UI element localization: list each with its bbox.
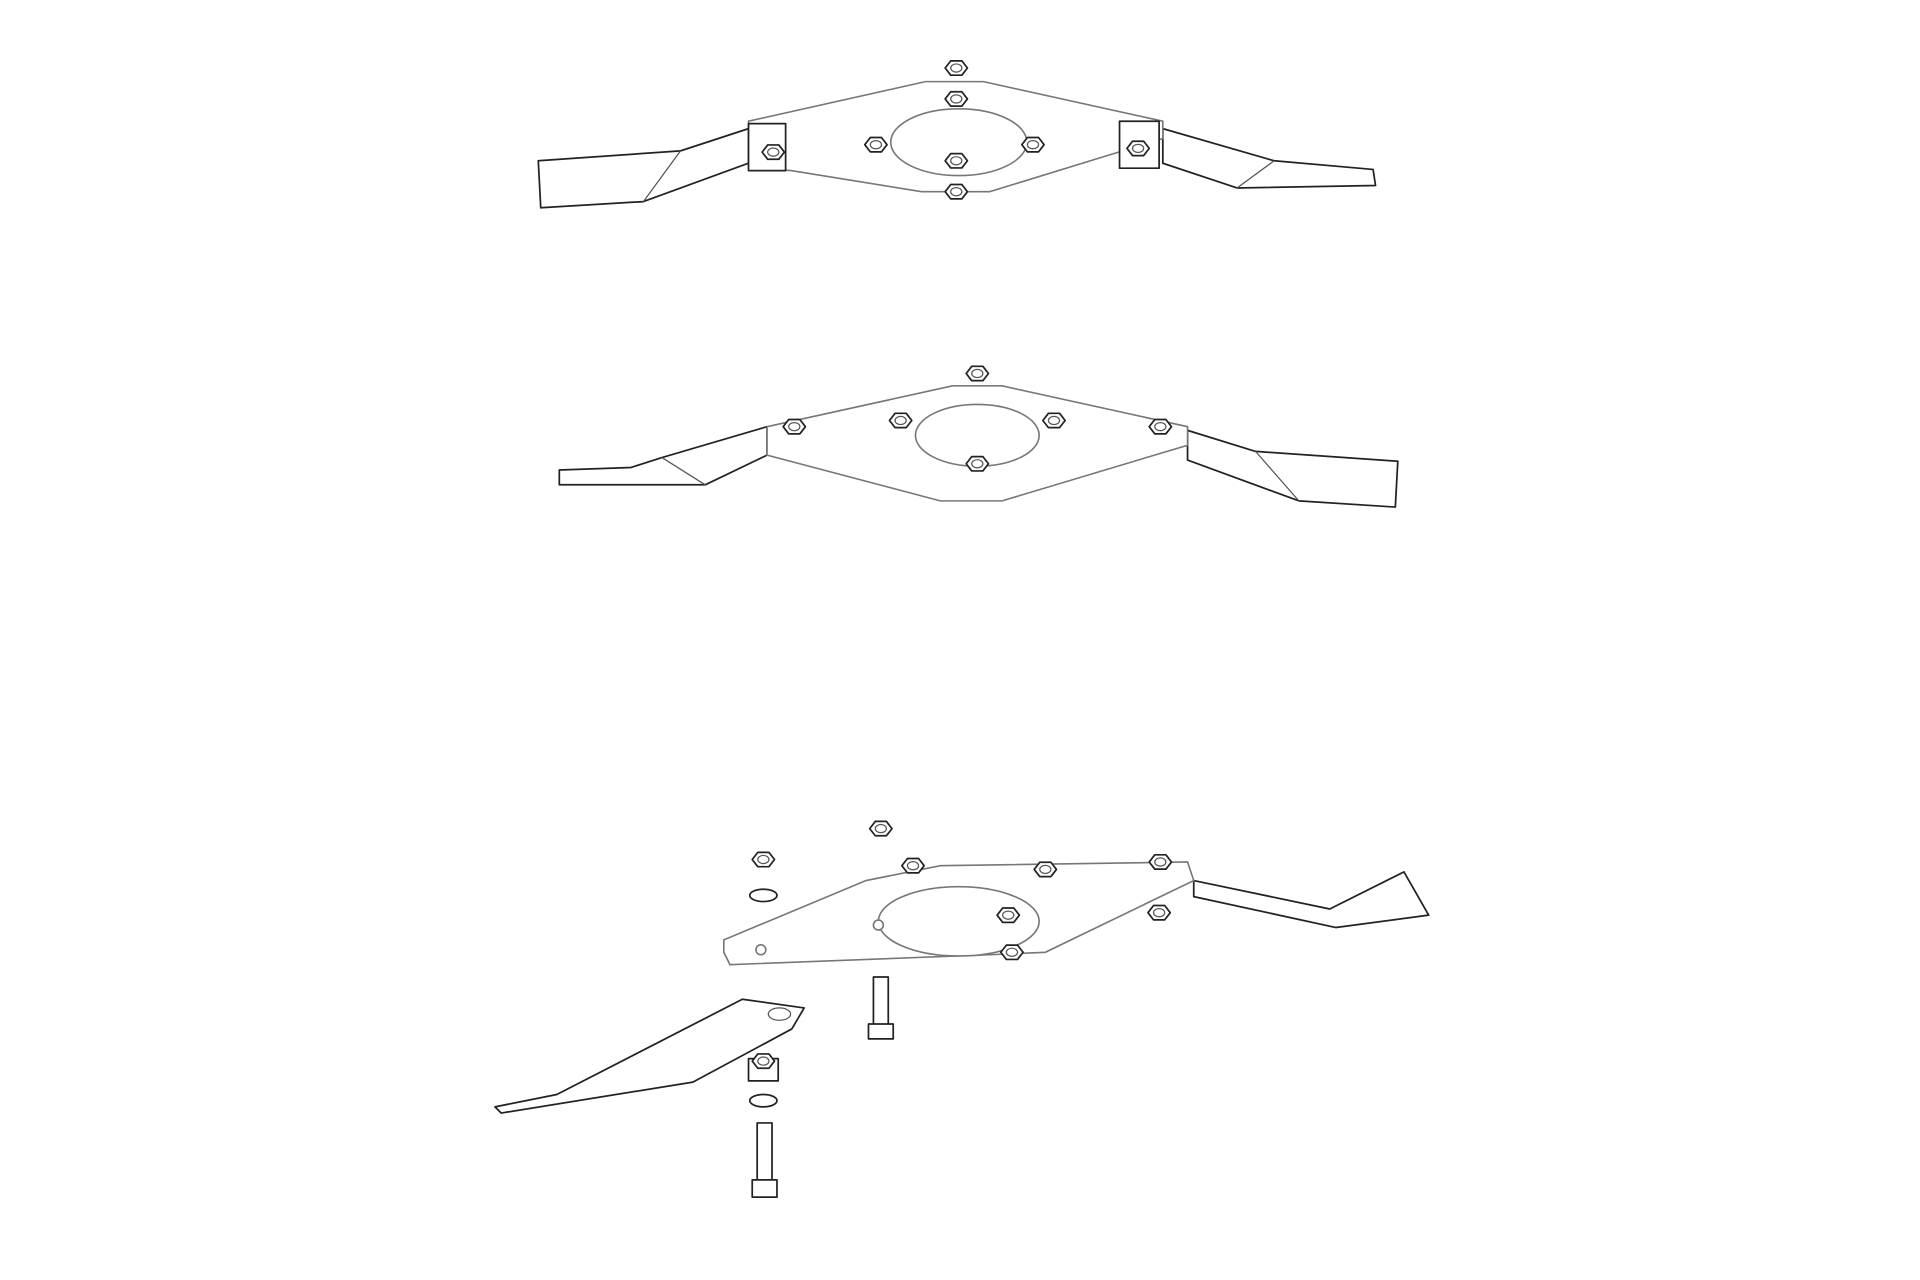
right-blade [1192, 871, 1430, 929]
right-blade [1186, 429, 1399, 508]
hex-nut [782, 418, 807, 435]
hex-nut [1148, 853, 1173, 871]
washer [748, 888, 778, 903]
hex-nut [944, 152, 969, 169]
hex-nut [944, 90, 969, 107]
hex-nut [944, 59, 969, 77]
left-blade [537, 127, 750, 209]
hex-nut [761, 144, 786, 161]
hex-nut [965, 365, 990, 382]
hex-nut [863, 136, 888, 153]
hex-nut [751, 1053, 776, 1070]
nuts-exploded [751, 820, 1173, 1070]
hex-nut [996, 907, 1021, 924]
bolt [872, 976, 890, 1028]
bolt-head [751, 1178, 778, 1199]
hex-nut [944, 183, 969, 200]
hex-nut [751, 851, 776, 868]
small-hole [872, 919, 885, 931]
left-blade [558, 425, 768, 486]
hex-nut [965, 455, 990, 472]
bolt-head [867, 1023, 895, 1040]
blade-hole [767, 1007, 792, 1021]
hex-nut [1041, 412, 1066, 429]
hex-nut [1020, 136, 1045, 153]
hex-nut [868, 820, 893, 837]
hex-nut [999, 944, 1024, 961]
washer [748, 1093, 778, 1108]
assembly-middle-view [558, 365, 1399, 508]
hex-nut [901, 857, 926, 874]
nuts-middle [782, 365, 1173, 472]
bolt [756, 1122, 773, 1184]
hex-nut [1033, 861, 1058, 878]
left-blade-detached [494, 998, 806, 1114]
assembly-top-view [537, 59, 1377, 209]
hex-nut [1126, 140, 1151, 157]
hex-nut [1148, 418, 1173, 435]
hex-nut [888, 412, 913, 429]
small-hole [755, 944, 767, 956]
right-blade [1161, 127, 1377, 189]
nuts-top [761, 59, 1151, 200]
assembly-exploded-view [494, 820, 1430, 1199]
hex-nut [1147, 904, 1172, 921]
